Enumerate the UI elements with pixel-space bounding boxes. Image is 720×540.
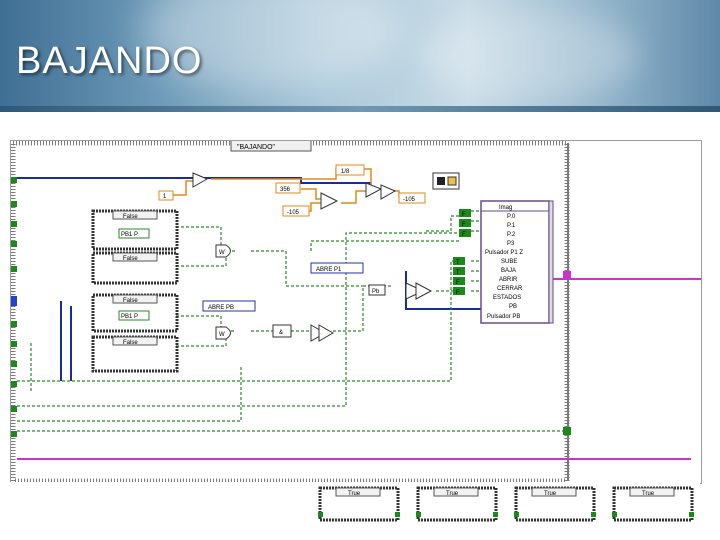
left-tunnels bbox=[11, 177, 17, 437]
svg-text:356: 356 bbox=[280, 187, 291, 193]
labview-block-diagram: "BAJANDO" bbox=[10, 140, 702, 484]
constant-356: 356 bbox=[275, 182, 301, 194]
bottom-case-4-label: True bbox=[642, 491, 655, 497]
sub-case-4[interactable]: False bbox=[91, 335, 179, 373]
block-diagram-canvas: "BAJANDO" bbox=[11, 141, 701, 483]
cluster-item: ABRIR bbox=[499, 277, 518, 283]
sub-case-3-inner: PB1 P bbox=[121, 314, 138, 320]
bottom-case-4[interactable]: True bbox=[612, 486, 694, 522]
case-selector[interactable] bbox=[230, 141, 312, 152]
svg-text:F: F bbox=[456, 280, 460, 286]
svg-text:T: T bbox=[456, 270, 460, 276]
state-wires bbox=[17, 278, 701, 460]
header-divider bbox=[0, 106, 720, 112]
case-structure-edge bbox=[567, 143, 569, 481]
svg-text:-105: -105 bbox=[403, 197, 416, 203]
cluster-item: P.0 bbox=[507, 214, 516, 220]
constant-1: 1 bbox=[158, 190, 174, 201]
sub-case-1-inner: PB1 P bbox=[121, 232, 138, 238]
sub-case-1-label: False bbox=[123, 214, 138, 220]
select-node[interactable] bbox=[432, 172, 460, 190]
bottom-case-1[interactable]: True bbox=[318, 486, 400, 522]
svg-text:ABRE P1: ABRE P1 bbox=[316, 267, 342, 273]
cluster-item: PB bbox=[509, 304, 517, 310]
node-and[interactable]: & bbox=[272, 324, 292, 338]
sub-case-3-label: False bbox=[123, 298, 138, 304]
svg-text:Pb: Pb bbox=[372, 289, 380, 295]
slide-header bbox=[0, 0, 720, 112]
node-w-1[interactable]: W bbox=[215, 244, 231, 258]
cluster-item: P.2 bbox=[507, 232, 516, 238]
svg-text:&: & bbox=[279, 330, 283, 336]
cluster-item: Pulsador PB bbox=[487, 314, 520, 320]
bool-flags: F F F T T F F bbox=[453, 209, 471, 296]
constant-neg-105-b: -105 bbox=[398, 192, 426, 204]
svg-text:-105: -105 bbox=[287, 210, 300, 216]
compare-nodes[interactable] bbox=[192, 172, 433, 342]
bottom-case-2[interactable]: True bbox=[416, 486, 498, 522]
svg-text:F: F bbox=[462, 232, 466, 238]
enum-abre-p1[interactable]: ABRE P1 bbox=[310, 262, 364, 274]
svg-text:W: W bbox=[219, 250, 225, 256]
sub-case-2[interactable]: False bbox=[91, 251, 179, 285]
cluster-item: P.1 bbox=[507, 223, 516, 229]
cluster-item: ESTADOS bbox=[493, 295, 521, 301]
cluster-item: BAJA bbox=[501, 268, 516, 274]
cluster-item: Pulsador P1 Z bbox=[485, 250, 523, 256]
right-tunnels bbox=[563, 271, 571, 435]
svg-text:1: 1 bbox=[163, 194, 167, 200]
constant-neg-105: -105 bbox=[282, 205, 310, 217]
bottom-case-3-label: True bbox=[544, 491, 557, 497]
svg-text:1/8: 1/8 bbox=[341, 169, 350, 175]
sub-case-1[interactable]: False PB1 P bbox=[91, 209, 179, 251]
bottom-case-3[interactable]: True bbox=[514, 486, 596, 522]
cluster-item: P3 bbox=[507, 241, 515, 247]
cluster-item: CERRAR bbox=[497, 286, 523, 292]
enum-abre-pb[interactable]: ABRE PB bbox=[202, 300, 256, 312]
svg-text:F: F bbox=[462, 222, 466, 228]
case-selector-label: "BAJANDO" bbox=[237, 144, 276, 151]
svg-text:W: W bbox=[219, 332, 225, 338]
constant-1-8: 1/8 bbox=[335, 164, 365, 176]
bundle-cluster[interactable]: Imag P.0 P.1 P.2 P3 Pulsador P1 Z SUBE B… bbox=[480, 200, 554, 324]
header-glow bbox=[420, 10, 640, 100]
node-w-2[interactable]: W bbox=[215, 326, 231, 340]
node-pb[interactable]: Pb bbox=[368, 284, 386, 296]
svg-text:T: T bbox=[456, 260, 460, 266]
sub-case-2-label: False bbox=[123, 256, 138, 262]
sub-case-3[interactable]: False PB1 P bbox=[91, 293, 179, 333]
svg-text:F: F bbox=[456, 290, 460, 296]
cluster-header: Imag bbox=[499, 205, 512, 211]
sub-case-4-label: False bbox=[123, 340, 138, 346]
cluster-item: SUBE bbox=[501, 259, 517, 265]
bottom-case-2-label: True bbox=[446, 491, 459, 497]
svg-text:F: F bbox=[462, 212, 466, 218]
slide-title: BAJANDO bbox=[16, 40, 203, 82]
bottom-case-1-label: True bbox=[348, 491, 361, 497]
svg-text:ABRE PB: ABRE PB bbox=[208, 305, 234, 311]
